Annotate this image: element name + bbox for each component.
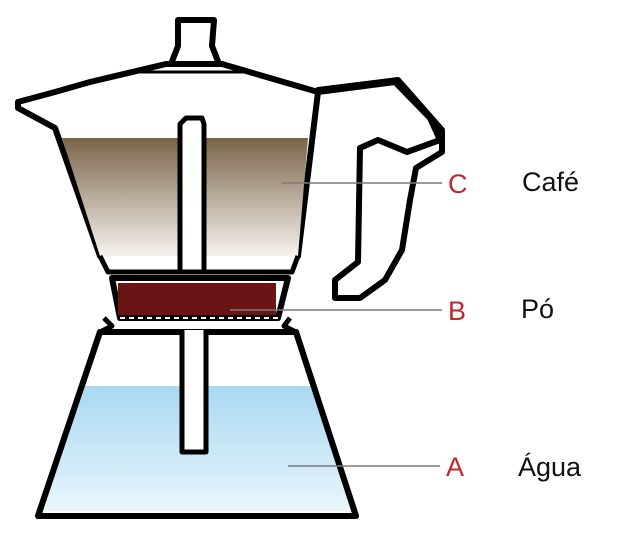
funnel-tube	[179, 330, 209, 455]
lid-knob	[168, 17, 222, 67]
label-name-agua: Água	[518, 452, 582, 482]
boiler-neck	[98, 316, 298, 335]
label-letter-a: A	[446, 452, 464, 482]
label-name-cafe: Café	[522, 167, 579, 197]
pot-handle	[315, 77, 445, 301]
central-column	[177, 115, 207, 275]
label-letter-b: B	[448, 296, 466, 326]
boiler-outline	[35, 329, 359, 519]
label-name-po: Pó	[521, 294, 554, 324]
label-letter-c: C	[448, 169, 468, 199]
